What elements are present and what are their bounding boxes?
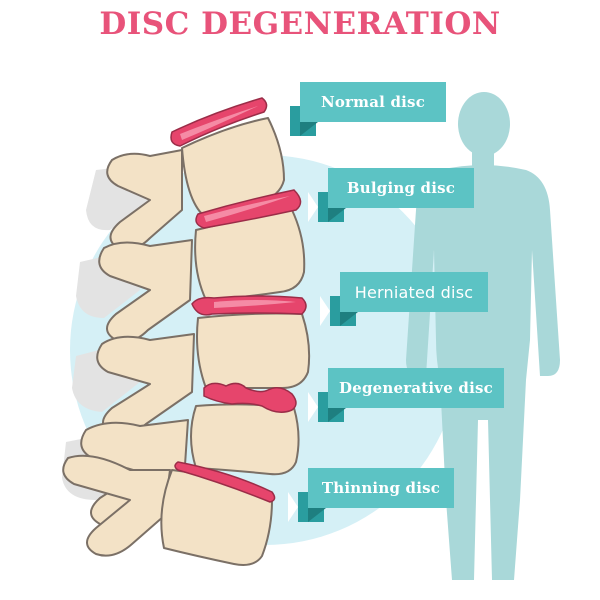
- banner-text: Degenerative disc: [328, 368, 504, 408]
- disc-degenerative: [203, 382, 297, 413]
- diagram-title: DISC DEGENERATION: [99, 6, 501, 42]
- vertebra-5: [62, 454, 273, 566]
- vertebrae: [62, 117, 311, 566]
- label-banner-normal: Normal disc: [280, 82, 446, 136]
- banner-text: Thinning disc: [308, 468, 454, 508]
- banner-fold: [300, 122, 318, 136]
- disc-highlights: [180, 106, 296, 308]
- label-banner-thinning: Thinning disc: [288, 468, 454, 522]
- banner-fold: [308, 508, 326, 522]
- banner-text: Herniated disc: [340, 272, 488, 312]
- banner-fold: [340, 312, 358, 326]
- banner-text: Normal disc: [300, 82, 446, 122]
- banner-text: Bulging disc: [328, 168, 474, 208]
- label-banner-degenerative: Degenerative disc: [308, 368, 504, 422]
- label-banner-bulging: Bulging disc: [308, 168, 474, 222]
- vertebra-1: [106, 117, 285, 251]
- disc-thinning: [174, 461, 276, 503]
- label-banner-herniated: Herniated disc: [320, 272, 488, 326]
- banner-fold: [328, 208, 346, 222]
- banner-fold: [328, 408, 346, 422]
